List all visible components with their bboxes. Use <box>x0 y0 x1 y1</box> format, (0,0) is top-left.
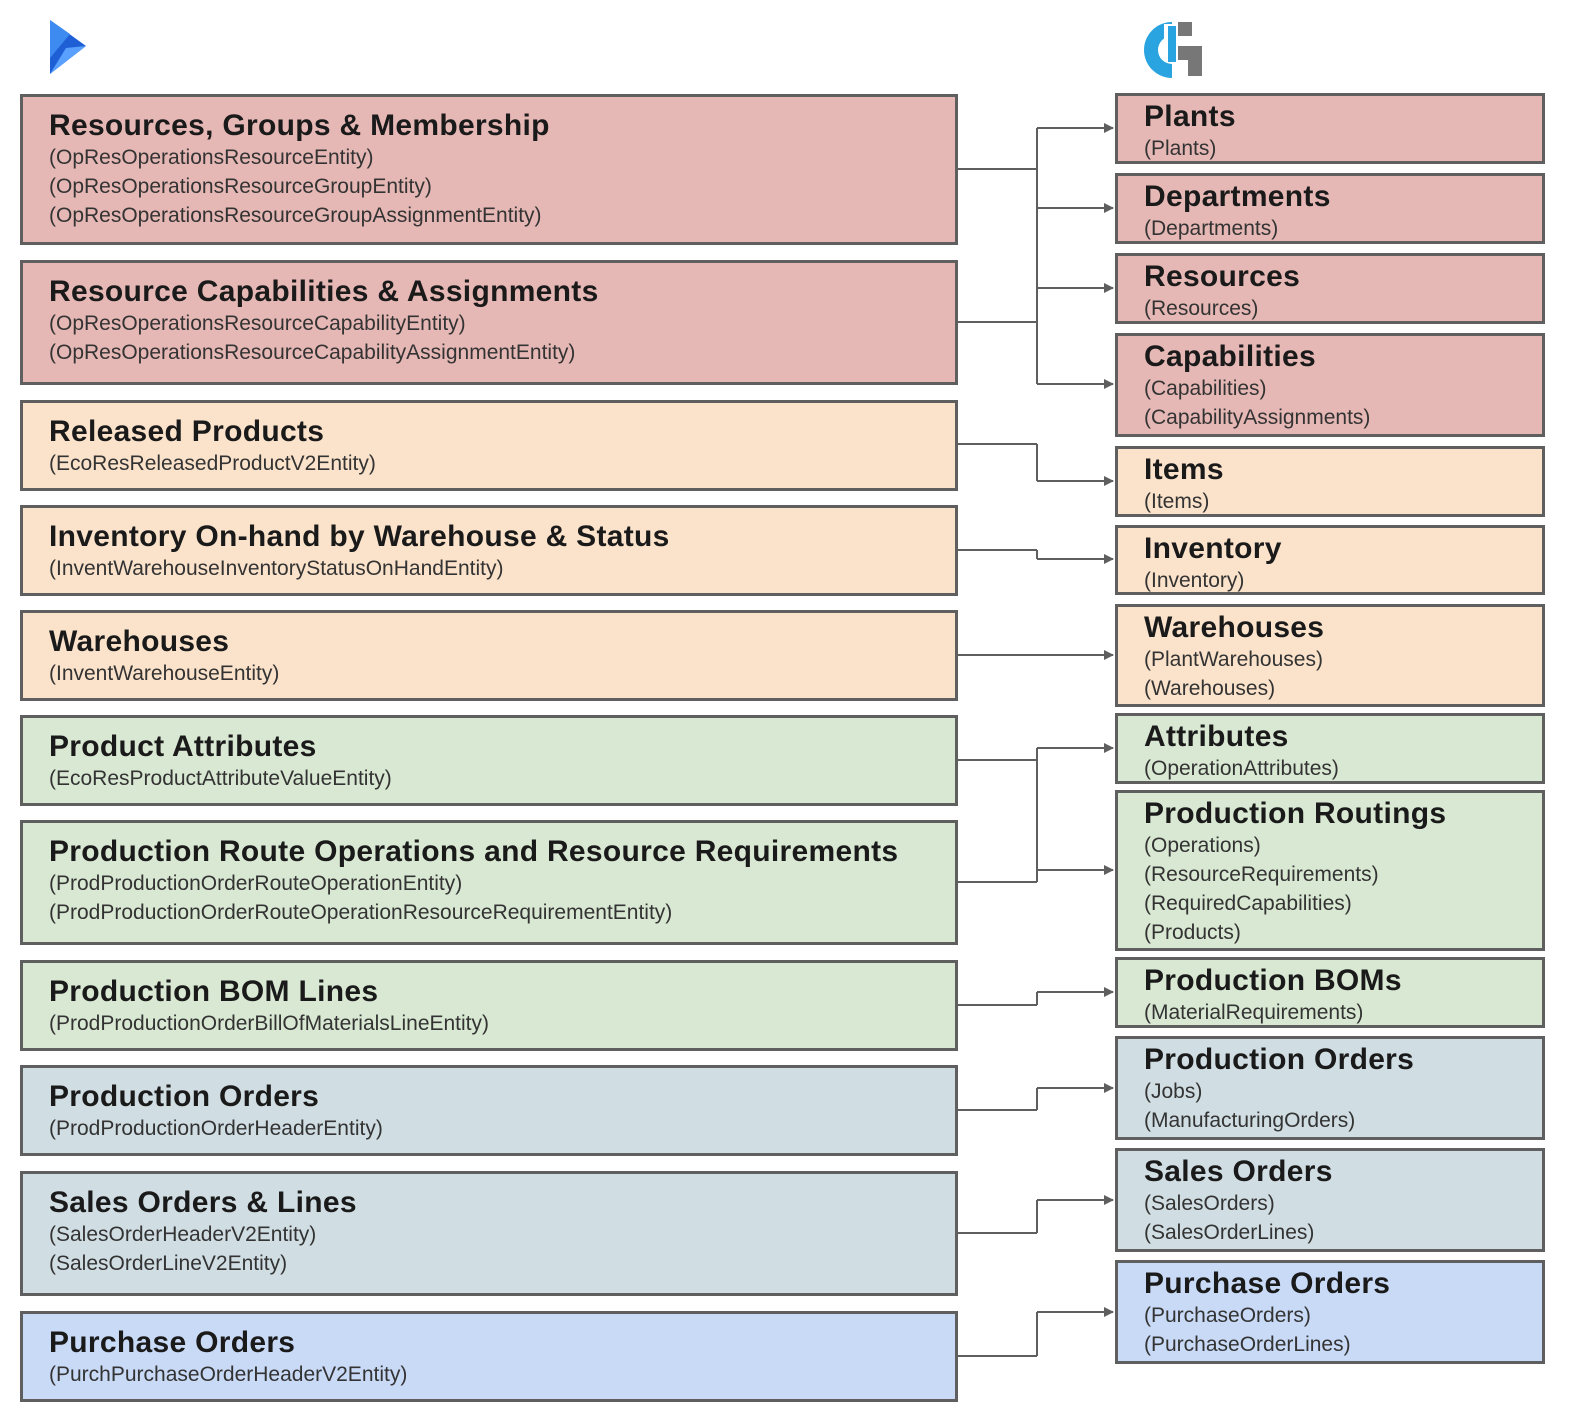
left-box-entity: (PurchPurchaseOrderHeaderV2Entity) <box>49 1363 408 1386</box>
right-box-production-orders: Production Orders (Jobs) (ManufacturingO… <box>1115 1036 1545 1140</box>
right-box-entity: (SalesOrderLines) <box>1144 1221 1315 1244</box>
left-box-title: Inventory On-hand by Warehouse & Status <box>49 520 670 553</box>
left-box-title: Resources, Groups & Membership <box>49 109 550 142</box>
left-box-released-products: Released Products (EcoResReleasedProduct… <box>20 400 958 491</box>
right-box-title: Capabilities <box>1144 340 1316 373</box>
right-box-entity: (MaterialRequirements) <box>1144 1001 1364 1024</box>
right-box-entity: (Products) <box>1144 921 1241 944</box>
right-box-warehouses: Warehouses (PlantWarehouses) (Warehouses… <box>1115 604 1545 707</box>
left-box-entity: (ProdProductionOrderBillOfMaterialsLineE… <box>49 1012 490 1035</box>
right-box-resources: Resources (Resources) <box>1115 253 1545 324</box>
right-box-entity: (PlantWarehouses) <box>1144 648 1323 671</box>
right-box-entity: (Capabilities) <box>1144 377 1267 400</box>
right-box-entity: (Inventory) <box>1144 569 1245 592</box>
right-box-entity: (Resources) <box>1144 297 1259 320</box>
right-box-entity: (PurchaseOrderLines) <box>1144 1333 1351 1356</box>
right-box-inventory: Inventory (Inventory) <box>1115 525 1545 595</box>
left-box-title: Sales Orders & Lines <box>49 1186 357 1219</box>
right-box-entity: (Operations) <box>1144 834 1261 857</box>
left-box-resources-groups: Resources, Groups & Membership (OpResOpe… <box>20 94 958 245</box>
left-box-entity: (OpResOperationsResourceCapabilityEntity… <box>49 312 466 335</box>
right-box-title: Departments <box>1144 180 1331 213</box>
left-box-inventory-onhand: Inventory On-hand by Warehouse & Status … <box>20 505 958 596</box>
right-box-title: Purchase Orders <box>1144 1267 1391 1300</box>
right-box-title: Production Orders <box>1144 1043 1415 1076</box>
left-box-title: Released Products <box>49 415 325 448</box>
right-box-entity: (ManufacturingOrders) <box>1144 1109 1356 1132</box>
left-box-production-route-operations: Production Route Operations and Resource… <box>20 820 958 945</box>
left-box-title: Production Route Operations and Resource… <box>49 835 899 868</box>
left-box-entity: (InventWarehouseEntity) <box>49 662 280 685</box>
left-box-resource-capabilities: Resource Capabilities & Assignments (OpR… <box>20 260 958 385</box>
right-box-capabilities: Capabilities (Capabilities) (CapabilityA… <box>1115 333 1545 437</box>
right-box-entity: (CapabilityAssignments) <box>1144 406 1371 429</box>
left-box-warehouses: Warehouses (InventWarehouseEntity) <box>20 610 958 701</box>
dynamics-logo-icon <box>50 20 86 74</box>
right-box-attributes: Attributes (OperationAttributes) <box>1115 713 1545 784</box>
right-box-title: Resources <box>1144 260 1301 293</box>
left-box-entity: (ProdProductionOrderRouteOperationResour… <box>49 901 673 924</box>
left-box-title: Product Attributes <box>49 730 317 763</box>
left-box-entity: (InventWarehouseInventoryStatusOnHandEnt… <box>49 557 504 580</box>
right-box-title: Inventory <box>1144 532 1282 565</box>
right-box-title: Production BOMs <box>1144 964 1402 997</box>
right-box-items: Items (Items) <box>1115 446 1545 517</box>
right-box-production-boms: Production BOMs (MaterialRequirements) <box>1115 957 1545 1028</box>
left-box-entity: (SalesOrderHeaderV2Entity) <box>49 1223 317 1246</box>
right-box-entity: (RequiredCapabilities) <box>1144 892 1352 915</box>
left-box-entity: (ProdProductionOrderHeaderEntity) <box>49 1117 383 1140</box>
right-box-plants: Plants (Plants) <box>1115 93 1545 164</box>
left-box-title: Purchase Orders <box>49 1326 296 1359</box>
right-box-entity: (Jobs) <box>1144 1080 1203 1103</box>
left-box-entity: (EcoResReleasedProductV2Entity) <box>49 452 376 475</box>
right-box-entity: (Plants) <box>1144 137 1217 160</box>
right-box-entity: (SalesOrders) <box>1144 1192 1275 1215</box>
left-box-entity: (SalesOrderLineV2Entity) <box>49 1252 288 1275</box>
right-box-title: Sales Orders <box>1144 1155 1333 1188</box>
right-box-entity: (Departments) <box>1144 217 1279 240</box>
right-box-entity: (OperationAttributes) <box>1144 757 1339 780</box>
right-box-title: Production Routings <box>1144 797 1447 830</box>
left-box-production-bom-lines: Production BOM Lines (ProdProductionOrde… <box>20 960 958 1051</box>
left-box-entity: (OpResOperationsResourceEntity) <box>49 146 374 169</box>
right-box-production-routings: Production Routings (Operations) (Resour… <box>1115 790 1545 951</box>
right-box-sales-orders: Sales Orders (SalesOrders) (SalesOrderLi… <box>1115 1148 1545 1252</box>
left-box-entity: (OpResOperationsResourceGroupAssignmentE… <box>49 204 542 227</box>
left-box-title: Warehouses <box>49 625 230 658</box>
left-box-entity: (ProdProductionOrderRouteOperationEntity… <box>49 872 463 895</box>
right-box-purchase-orders: Purchase Orders (PurchaseOrders) (Purcha… <box>1115 1260 1545 1364</box>
left-box-entity: (OpResOperationsResourceGroupEntity) <box>49 175 432 198</box>
left-box-production-orders: Production Orders (ProdProductionOrderHe… <box>20 1065 958 1156</box>
right-box-title: Warehouses <box>1144 611 1325 644</box>
right-box-title: Items <box>1144 453 1224 486</box>
right-box-title: Attributes <box>1144 720 1289 753</box>
left-box-entity: (EcoResProductAttributeValueEntity) <box>49 767 392 790</box>
left-box-title: Production BOM Lines <box>49 975 379 1008</box>
right-box-entity: (Warehouses) <box>1144 677 1276 700</box>
left-box-sales-orders-lines: Sales Orders & Lines (SalesOrderHeaderV2… <box>20 1171 958 1296</box>
right-box-title: Plants <box>1144 100 1236 133</box>
left-box-title: Resource Capabilities & Assignments <box>49 275 599 308</box>
left-box-entity: (OpResOperationsResourceCapabilityAssign… <box>49 341 576 364</box>
left-box-product-attributes: Product Attributes (EcoResProductAttribu… <box>20 715 958 806</box>
left-box-title: Production Orders <box>49 1080 320 1113</box>
right-box-departments: Departments (Departments) <box>1115 173 1545 244</box>
right-box-entity: (PurchaseOrders) <box>1144 1304 1311 1327</box>
right-box-entity: (ResourceRequirements) <box>1144 863 1379 886</box>
right-box-entity: (Items) <box>1144 490 1210 513</box>
brand-logo-icon <box>1144 22 1202 78</box>
left-box-purchase-orders: Purchase Orders (PurchPurchaseOrderHeade… <box>20 1311 958 1402</box>
